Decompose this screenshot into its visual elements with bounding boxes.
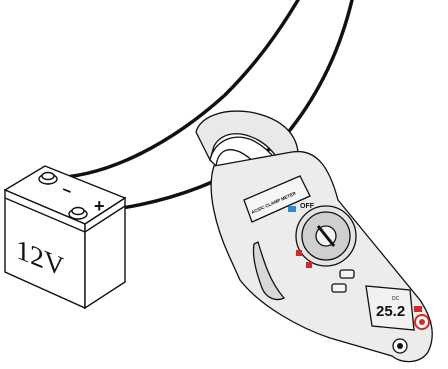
off-label: OFF [300, 203, 315, 210]
negative-cable [46, 0, 300, 180]
battery-icon [3, 165, 127, 310]
display-reading: 25.2 [376, 303, 405, 320]
clamp-trigger [252, 241, 286, 301]
red-mark-1 [296, 250, 302, 256]
rotary-dial-icon[interactable] [295, 205, 357, 267]
lcd-display-icon [365, 285, 415, 331]
positive-sign: + [94, 196, 105, 216]
red-mark-3 [414, 306, 422, 312]
red-mark-2 [306, 262, 312, 268]
clamp-meter-icon [195, 110, 433, 363]
hold-button[interactable] [339, 269, 355, 279]
select-button[interactable] [331, 283, 347, 293]
display-mode: DC [392, 296, 400, 302]
probe-jack-icon[interactable] [392, 314, 430, 354]
blue-mark [288, 206, 296, 212]
